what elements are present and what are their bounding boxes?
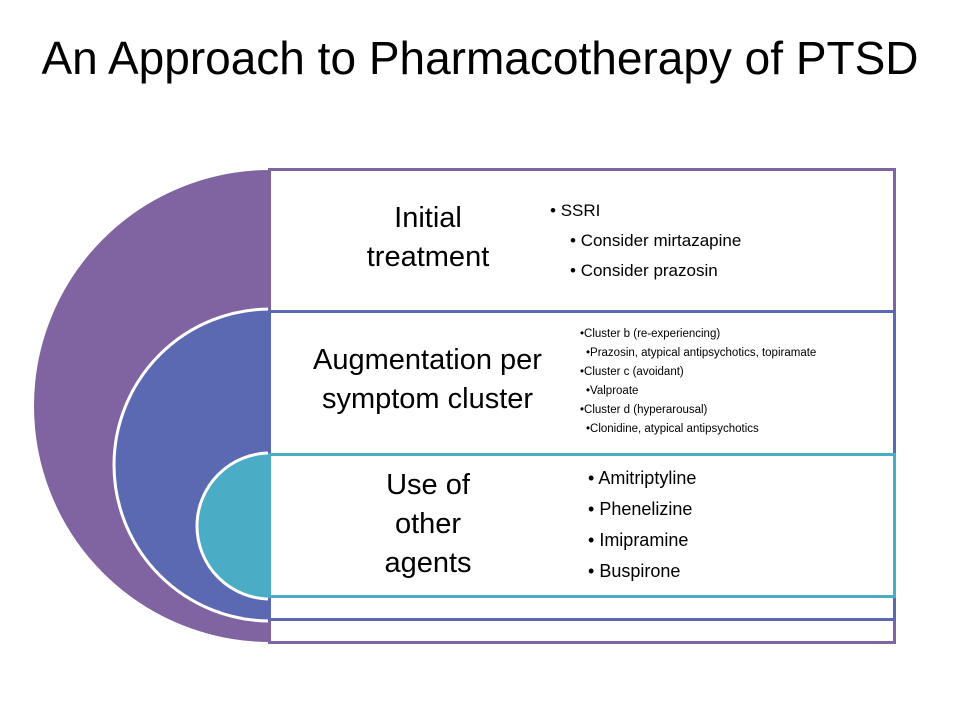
list-item: Clonidine, atypical antipsychotics	[580, 420, 816, 439]
stage-label-other-agents: Use of other agents	[298, 466, 558, 583]
list-item: Imipramine	[588, 525, 696, 556]
label-line: Use of	[386, 469, 470, 501]
stage-label-initial: Initial treatment	[298, 199, 558, 277]
list-item: Amitriptyline	[588, 463, 696, 494]
label-line: treatment	[366, 241, 490, 273]
inner-arc	[195, 451, 270, 601]
list-item: Buspirone	[588, 556, 696, 587]
stage-box-other-agents	[268, 453, 896, 598]
slide-title: An Approach to Pharmacotherapy of PTSD	[41, 32, 919, 84]
initial-items: SSRI Consider mirtazapine Consider prazo…	[550, 196, 742, 286]
list-item: Consider prazosin	[550, 256, 741, 286]
list-item: SSRI	[550, 196, 741, 226]
label-line: other	[394, 508, 462, 540]
label-line: agents	[384, 547, 472, 579]
list-item: Cluster d (hyperarousal)	[580, 401, 816, 420]
other-agents-items: Amitriptyline Phenelizine Imipramine Bus…	[588, 463, 696, 587]
augmentation-items: Cluster b (re-experiencing) Prazosin, at…	[580, 325, 816, 439]
list-item: Consider mirtazapine	[550, 226, 742, 256]
list-item: Cluster c (avoidant)	[580, 363, 816, 382]
label-line: symptom cluster	[321, 383, 534, 415]
label-line: Initial	[394, 202, 462, 234]
list-item: Prazosin, atypical antipsychotics, topir…	[580, 344, 816, 363]
list-item: Valproate	[580, 382, 816, 401]
label-line: Augmentation per	[313, 344, 542, 376]
list-item: Phenelizine	[588, 494, 696, 525]
stage-label-augmentation: Augmentation per symptom cluster	[285, 341, 570, 419]
list-item: Cluster b (re-experiencing)	[580, 325, 816, 344]
